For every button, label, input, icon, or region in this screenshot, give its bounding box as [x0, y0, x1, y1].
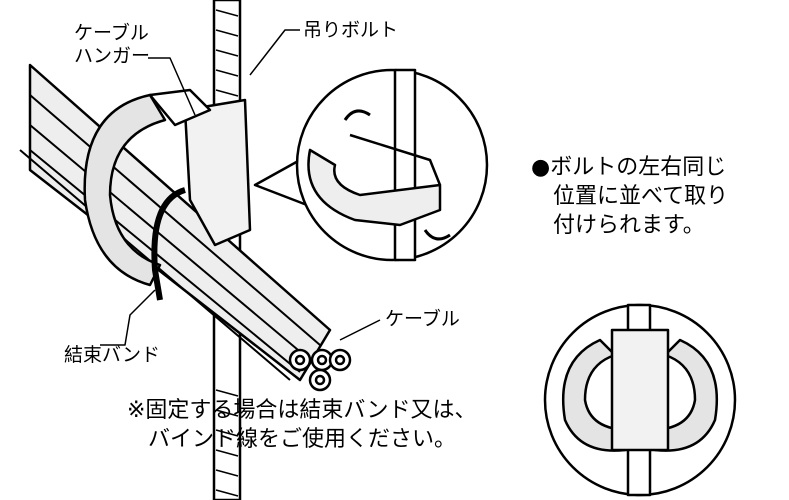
note-bottom-line2: バインド線をご使用ください。 [148, 427, 457, 452]
side-by-side-inset [543, 303, 737, 497]
leader-lines [100, 29, 381, 346]
binding-band [151, 187, 187, 301]
cable-hanger-label-line2: ハンガー [74, 45, 151, 67]
note-right-line2: 位置に並べて取り [553, 184, 729, 209]
note-right-line3: 付けられます。 [553, 213, 705, 238]
hanging-bolt-label: 吊りボルト [303, 19, 399, 41]
note-right-line1: ●ボルトの左右同じ [531, 155, 727, 180]
cable-label: ケーブル [385, 308, 460, 330]
cable-hanger [83, 88, 252, 287]
binding-band-label: 結束バンド [64, 344, 160, 366]
note-bottom-line1: ※固定する場合は結束バンド又は、 [127, 398, 477, 423]
detail-inset [253, 68, 489, 262]
cable-hanger-label-line1: ケーブル [74, 22, 149, 44]
